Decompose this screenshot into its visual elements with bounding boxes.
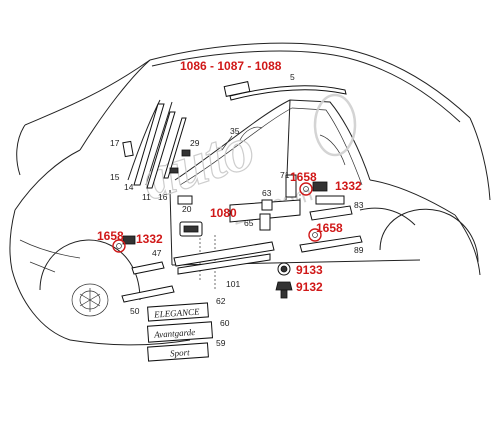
clip-1658-c <box>312 232 318 238</box>
callout-ring-1658-b <box>112 239 126 253</box>
callout-1658-lower: 1658 <box>316 221 343 235</box>
a-pillar-trim-11 <box>146 111 176 189</box>
label-83: 83 <box>354 200 364 210</box>
label-71: 71 <box>280 170 290 180</box>
fastener-9132-stem <box>280 289 288 299</box>
door-trim-panel <box>229 199 301 223</box>
label-50: 50 <box>130 306 140 316</box>
part-71 <box>285 174 297 198</box>
part-number-labels: 5 35 29 17 15 14 11 16 20 71 63 65 83 47… <box>110 72 364 348</box>
emblem-plate-sport: Sport <box>147 342 209 362</box>
label-89: 89 <box>354 245 364 255</box>
label-60: 60 <box>220 318 230 328</box>
label-15: 15 <box>110 172 120 182</box>
door-molding-101 <box>173 241 275 267</box>
strip-part-47 <box>131 261 165 275</box>
callout-9133: 9133 <box>296 263 323 277</box>
callout-1086-1087-1088: 1086 - 1087 - 1088 <box>180 59 282 73</box>
clip-part-1332-left <box>122 235 136 245</box>
callout-1658-top: 1658 <box>290 170 317 184</box>
label-63: 63 <box>262 188 272 198</box>
sill-strip-89 <box>299 235 363 253</box>
label-35: 35 <box>230 126 240 136</box>
emblem-elegance-text: ELEGANCE <box>153 306 201 319</box>
red-callouts: 1086 - 1087 - 1088 1658 1332 1080 1658 1… <box>97 59 362 294</box>
label-47: 47 <box>152 248 162 258</box>
clip-part-63 <box>261 199 273 211</box>
callout-1658-left: 1658 <box>97 229 124 243</box>
callout-1332-left: 1332 <box>136 232 163 246</box>
rocker-strip-50 <box>121 285 175 303</box>
label-5: 5 <box>290 72 295 82</box>
molding-part-83b <box>315 195 345 205</box>
part-20 <box>177 195 193 205</box>
clip-part-1332-right <box>312 181 328 192</box>
label-62: 62 <box>216 296 226 306</box>
callout-ring-1658-a <box>299 182 313 196</box>
emblem-plate-elegance: ELEGANCE <box>147 302 209 322</box>
clip-part-29b <box>169 167 179 174</box>
label-65: 65 <box>244 218 254 228</box>
label-11: 11 <box>142 192 151 202</box>
fastener-9132 <box>275 281 293 291</box>
label-16: 16 <box>158 192 168 202</box>
emblem-sport-text: Sport <box>170 347 191 358</box>
callout-1080: 1080 <box>210 206 237 220</box>
label-29: 29 <box>190 138 200 148</box>
callout-9132: 9132 <box>296 280 323 294</box>
roof-clip-part <box>223 81 251 97</box>
callout-1332-right: 1332 <box>335 179 362 193</box>
watermark-swirl-icon <box>313 93 357 157</box>
door-molding-101b <box>177 253 271 275</box>
label-20: 20 <box>182 204 192 214</box>
grommet-9133-core <box>280 265 288 273</box>
car-body-outline <box>9 42 491 346</box>
clip-1658-b <box>116 243 122 249</box>
label-101: 101 <box>226 279 240 289</box>
label-17: 17 <box>110 138 120 148</box>
emblem-avantgarde-text: Avantgarde <box>153 327 196 340</box>
clip-part-29 <box>181 149 191 157</box>
label-59: 59 <box>216 338 226 348</box>
emblem-plate-avantgarde: Avantgarde <box>146 321 214 343</box>
roof-molding-strip <box>229 85 347 101</box>
callout-ring-1658-c <box>308 228 322 242</box>
a-pillar-trim-17 <box>133 103 165 186</box>
a-pillar-trim-16 <box>163 117 187 179</box>
clip-part-17 <box>122 140 134 158</box>
molding-part-83 <box>309 205 353 221</box>
clip-1658-a <box>303 186 309 192</box>
label-14: 14 <box>124 182 134 192</box>
door-handle-insert <box>183 225 199 233</box>
part-65 <box>259 213 271 231</box>
